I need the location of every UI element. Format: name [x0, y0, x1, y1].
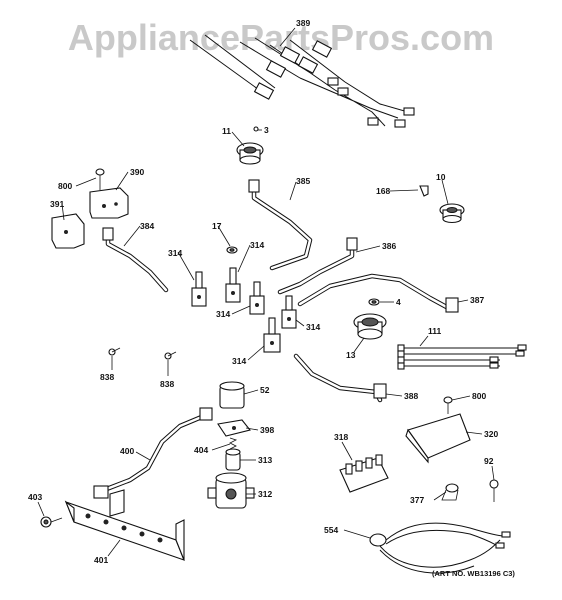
callout-314-b[interactable]: 314: [168, 248, 182, 258]
valve-314-c[interactable]: [249, 281, 265, 315]
spark-module-52[interactable]: [219, 381, 245, 409]
callout-111[interactable]: 111: [428, 326, 442, 336]
callout-838-b[interactable]: 838: [160, 379, 174, 389]
bracket-398[interactable]: [217, 419, 251, 437]
callout-800-top[interactable]: 800: [58, 181, 72, 191]
screw-3[interactable]: [253, 126, 259, 132]
callout-10[interactable]: 10: [436, 172, 446, 182]
screw-800-lower[interactable]: [443, 396, 453, 414]
cover-320[interactable]: [405, 413, 471, 464]
nut-4[interactable]: [368, 298, 380, 306]
watermark-text: AppliancePartsPros.com: [68, 17, 494, 58]
leader-lines: [37, 27, 495, 557]
clamp-377[interactable]: [441, 483, 459, 501]
washer-17[interactable]: [226, 246, 238, 254]
callout-389[interactable]: 389: [296, 18, 310, 28]
callout-52[interactable]: 52: [260, 385, 270, 395]
callout-391[interactable]: 391: [50, 199, 64, 209]
tube-387[interactable]: [297, 273, 459, 313]
clip-168[interactable]: [419, 185, 429, 197]
callout-400[interactable]: 400: [120, 446, 134, 456]
callout-385[interactable]: 385: [296, 176, 310, 186]
callout-314-d[interactable]: 314: [306, 322, 320, 332]
callout-398[interactable]: 398: [260, 425, 274, 435]
callout-800-lower[interactable]: 800: [472, 391, 486, 401]
callout-168[interactable]: 168: [376, 186, 390, 196]
callout-92[interactable]: 92: [484, 456, 494, 466]
callout-401[interactable]: 401: [94, 555, 108, 565]
callout-314-c[interactable]: 314: [216, 309, 230, 319]
screw-838-a[interactable]: [108, 347, 121, 356]
screw-838-b[interactable]: [164, 351, 177, 360]
callout-320[interactable]: 320: [484, 429, 498, 439]
callout-377[interactable]: 377: [410, 495, 424, 505]
screw-403[interactable]: [40, 516, 63, 528]
bracket-390[interactable]: [89, 187, 129, 219]
callout-403[interactable]: 403: [28, 492, 42, 502]
callout-404[interactable]: 404: [194, 445, 208, 455]
callout-384[interactable]: 384: [140, 221, 154, 231]
callout-314-a[interactable]: 314: [250, 240, 264, 250]
valve-314-d[interactable]: [281, 295, 297, 329]
tube-388[interactable]: [293, 353, 387, 403]
callout-313[interactable]: 313: [258, 455, 272, 465]
callout-labels: 389 11 3 385 168 10 800 390 391 384 17 3…: [28, 18, 498, 565]
callout-554[interactable]: 554: [324, 525, 338, 535]
valve-314-a[interactable]: [191, 271, 207, 307]
callout-318[interactable]: 318: [334, 432, 348, 442]
igniter-wire-harness[interactable]: [189, 34, 415, 128]
callout-312[interactable]: 312: [258, 489, 272, 499]
valve-314-e[interactable]: [263, 317, 281, 353]
callout-314-e[interactable]: 314: [232, 356, 246, 366]
burner-head-10[interactable]: [439, 203, 465, 224]
regulator-312[interactable]: [207, 472, 255, 509]
tube-386[interactable]: [277, 237, 358, 295]
callout-4[interactable]: 4: [396, 297, 401, 307]
callout-387[interactable]: 387: [470, 295, 484, 305]
burner-head-11[interactable]: [236, 142, 264, 165]
callout-3[interactable]: 3: [264, 125, 269, 135]
callout-386[interactable]: 386: [382, 241, 396, 251]
terminal-block-318[interactable]: [339, 454, 389, 493]
callout-838-a[interactable]: 838: [100, 372, 114, 382]
callout-17[interactable]: 17: [212, 221, 222, 231]
art-number: (ART NO. WB13196 C3): [432, 569, 515, 578]
bracket-391[interactable]: [51, 213, 85, 249]
tube-384[interactable]: [102, 227, 169, 293]
tube-400[interactable]: [93, 407, 213, 499]
callout-388[interactable]: 388: [404, 391, 418, 401]
cap-313[interactable]: [225, 448, 241, 471]
valve-314-b[interactable]: [225, 267, 241, 303]
callout-390[interactable]: 390: [130, 167, 144, 177]
tube-385[interactable]: [248, 179, 313, 271]
power-cord-554[interactable]: [369, 522, 511, 574]
spring-404[interactable]: [229, 437, 238, 450]
screw-800-top[interactable]: [95, 168, 105, 190]
callout-13[interactable]: 13: [346, 350, 356, 360]
wire-set-111[interactable]: [397, 344, 527, 370]
burner-head-13[interactable]: [353, 313, 387, 340]
screw-92[interactable]: [489, 479, 499, 502]
callout-11[interactable]: 11: [222, 126, 231, 136]
manifold-bracket-401[interactable]: [64, 489, 185, 561]
